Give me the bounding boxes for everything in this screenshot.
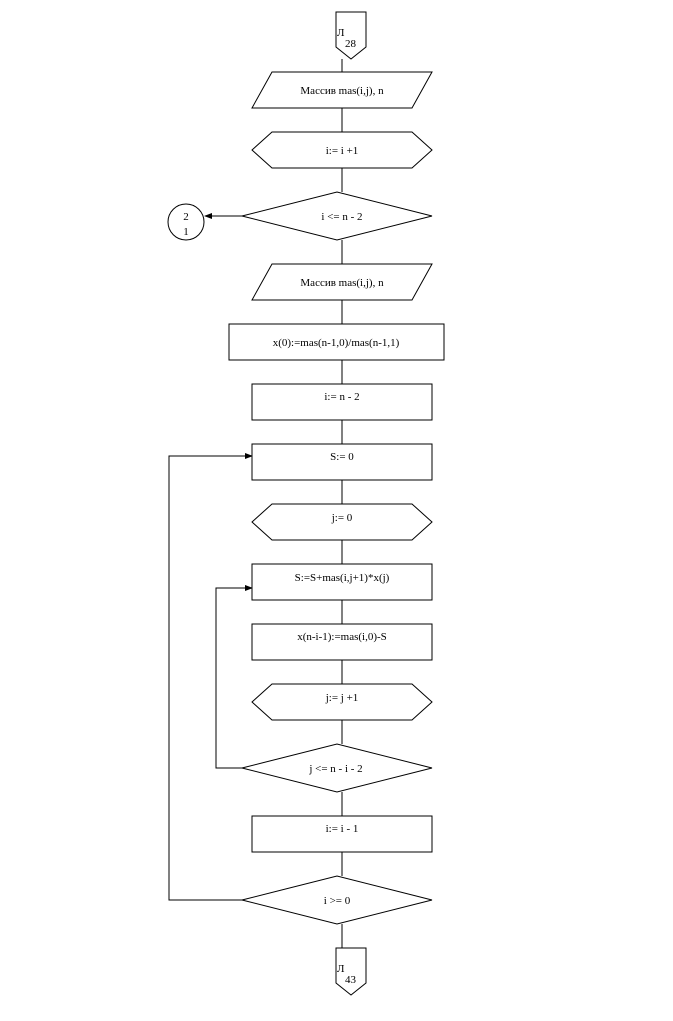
page-connector-circle: 2 1 — [167, 203, 205, 241]
preparation-i-increment-label: i:= i +1 — [326, 145, 359, 157]
decision-i-le: i <= n - 2 — [241, 191, 433, 241]
decision-i-le-label: i <= n - 2 — [321, 211, 362, 223]
process-i-init: i:= n - 2 — [251, 383, 433, 421]
decision-j-le: j <= n - i - 2 — [241, 743, 433, 793]
input-block-2: Массив mas(i,j), n — [251, 263, 433, 301]
process-s-zero: S:= 0 — [251, 443, 433, 481]
offpage-top-letter: Л — [337, 27, 345, 39]
offpage-top-number: 28 — [345, 38, 357, 50]
offpage-bottom-letter: Л — [337, 963, 345, 975]
process-s-sum-label: S:=S+mas(i,j+1)*x(j) — [295, 572, 390, 584]
decision-i-ge: i >= 0 — [241, 875, 433, 925]
loop-j-back-edge — [215, 585, 253, 769]
preparation-i-increment: i:= i +1 — [251, 131, 433, 169]
process-x-assign: x(n-i-1):=mas(i,0)-S — [251, 623, 433, 661]
connector-line-1: 2 — [183, 211, 189, 223]
process-x-assign-label: x(n-i-1):=mas(i,0)-S — [297, 631, 387, 643]
process-s-sum: S:=S+mas(i,j+1)*x(j) — [251, 563, 433, 601]
process-i-decrement: i:= i - 1 — [251, 815, 433, 853]
decision-i-ge-label: i >= 0 — [324, 895, 351, 907]
preparation-j-zero-label: j:= 0 — [331, 512, 353, 524]
process-x0-label: x(0):=mas(n-1,0)/mas(n-1,1) — [273, 337, 400, 349]
offpage-connector-bottom: Л 43 — [335, 947, 367, 996]
input-2-label: Массив mas(i,j), n — [300, 277, 384, 289]
decision-j-le-label: j <= n - i - 2 — [308, 763, 362, 775]
preparation-j-zero: j:= 0 — [251, 503, 433, 541]
process-i-decrement-label: i:= i - 1 — [326, 823, 359, 835]
process-s-zero-label: S:= 0 — [330, 451, 354, 463]
process-x0: x(0):=mas(n-1,0)/mas(n-1,1) — [228, 323, 445, 361]
offpage-bottom-number: 43 — [345, 974, 357, 986]
preparation-j-increment-label: j:= j +1 — [325, 692, 359, 704]
offpage-connector-top: Л 28 — [335, 11, 367, 60]
input-block-1: Массив mas(i,j), n — [251, 71, 433, 109]
loop-i-back-edge — [168, 453, 253, 901]
connector-line-2: 1 — [183, 226, 189, 238]
process-i-init-label: i:= n - 2 — [324, 391, 359, 403]
input-1-label: Массив mas(i,j), n — [300, 85, 384, 97]
preparation-j-increment: j:= j +1 — [251, 683, 433, 721]
